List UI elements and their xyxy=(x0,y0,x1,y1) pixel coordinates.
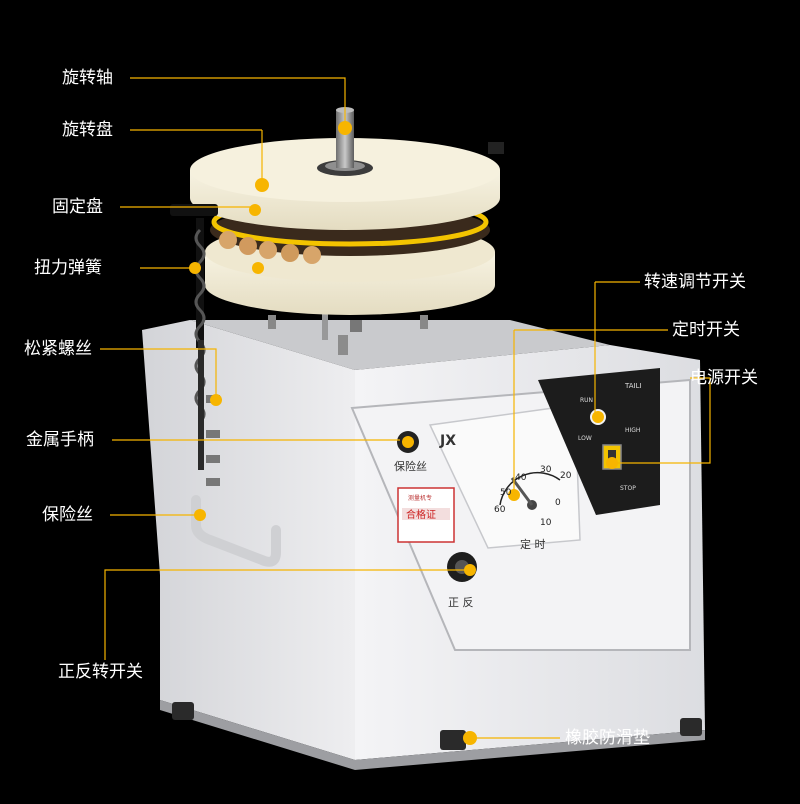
label-reverse-switch: 正反转开关 xyxy=(58,662,143,682)
label-timer-switch: 定时开关 xyxy=(672,320,740,340)
speed-high-text: HIGH xyxy=(625,427,640,434)
label-fixed-disc: 固定盘 xyxy=(52,197,103,217)
callout-dots xyxy=(189,121,618,745)
disc-assembly xyxy=(190,107,504,315)
timer-num-30: 30 xyxy=(540,465,552,475)
cert-top-text: 测量机专 xyxy=(408,494,432,502)
certificate-sticker xyxy=(397,487,455,543)
timer-num-0: 0 xyxy=(555,498,561,508)
timer-caption: 定 时 xyxy=(520,537,546,551)
fuse-caption: 保险丝 xyxy=(394,459,427,473)
timer-panel xyxy=(428,404,581,549)
speed-low-text: LOW xyxy=(578,435,592,442)
speed-run-text: RUN xyxy=(580,397,593,404)
label-rotating-disc: 旋转盘 xyxy=(62,120,113,140)
top-bolts xyxy=(268,312,428,355)
label-rotating-shaft: 旋转轴 xyxy=(62,68,113,88)
rubber-pads xyxy=(172,702,702,750)
callout-lines xyxy=(100,77,711,739)
label-torsion-spring: 扭力弹簧 xyxy=(34,258,102,278)
label-metal-handle: 金属手柄 xyxy=(26,430,94,450)
speed-stop-text: STOP xyxy=(620,485,636,492)
label-power-switch: 电源开关 xyxy=(690,368,758,388)
timer-num-60: 60 xyxy=(494,505,506,515)
machine-printed-text: JX 60 50 40 30 20 10 0 定 时 保险丝 正 反 测量机专 … xyxy=(394,382,642,609)
timer-num-40: 40 xyxy=(515,473,527,483)
label-rubber-pad: 橡胶防滑垫 xyxy=(565,728,650,748)
ball-row xyxy=(219,231,321,264)
label-fuse: 保险丝 xyxy=(42,505,93,525)
timer-brand-text: JX xyxy=(439,433,456,449)
speed-brand-text: TAILI xyxy=(624,382,642,390)
label-adjusting-screw: 松紧螺丝 xyxy=(24,339,92,359)
timer-num-10: 10 xyxy=(540,518,552,528)
cert-main-text: 合格证 xyxy=(406,508,436,521)
reverse-caption: 正 反 xyxy=(448,596,474,609)
timer-num-20: 20 xyxy=(560,471,572,481)
metal-handle-shape xyxy=(191,495,281,567)
timer-num-50: 50 xyxy=(500,488,512,498)
label-speed-switch: 转速调节开关 xyxy=(644,272,746,292)
